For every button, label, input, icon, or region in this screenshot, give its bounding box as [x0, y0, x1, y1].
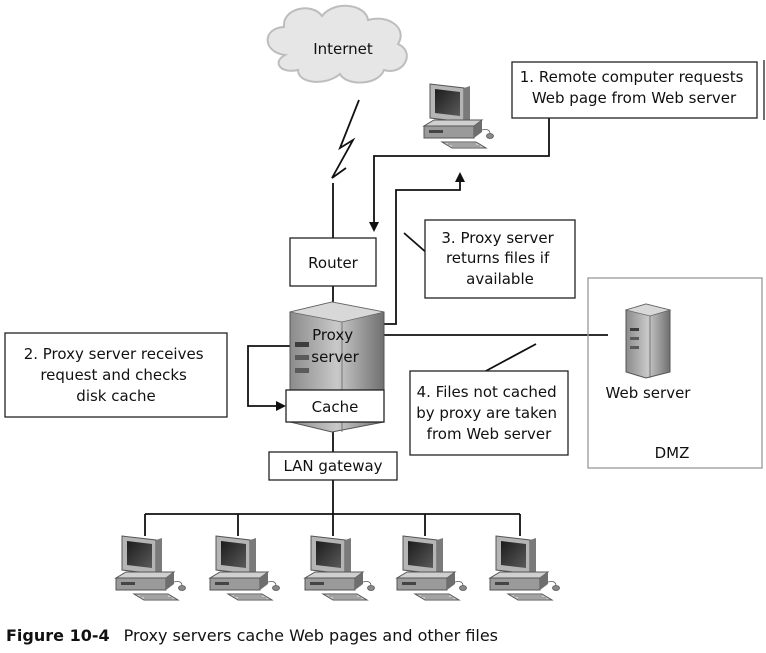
internet-label: Internet — [313, 40, 373, 58]
lan-computer-icon — [209, 535, 280, 601]
web-server-icon — [624, 303, 672, 379]
figure-number: Figure 10-4 — [6, 626, 110, 645]
figure-caption: Figure 10-4 Proxy servers cache Web pages… — [6, 626, 498, 645]
svg-text:Router: Router — [308, 254, 359, 272]
svg-text:2. Proxy server receives: 2. Proxy server receives request and che… — [24, 345, 209, 405]
step2-callout: 2. Proxy server receives request and che… — [4, 332, 228, 418]
lan-computer-icon — [304, 535, 375, 601]
cloud-icon — [266, 4, 408, 84]
lightning-bolt-icon — [331, 99, 360, 179]
lan-computer-icon — [396, 535, 467, 601]
svg-text:3. Proxy server returns: 3. Proxy server returns files if availab… — [441, 229, 558, 288]
step3-leader — [403, 232, 429, 255]
remote-computer-icon — [423, 83, 494, 149]
proxy-server-label: Proxy server — [311, 326, 359, 366]
svg-text:4. Files not cached by p: 4. Files not cached by proxy are taken f… — [416, 383, 562, 443]
return-arrow — [382, 172, 465, 325]
lan-computer-icon — [115, 535, 186, 601]
svg-text:DMZ: DMZ — [655, 444, 690, 462]
web-server-label: Web server — [606, 384, 692, 402]
lan-gateway-box: LAN gateway — [268, 451, 398, 481]
dmz-zone: DMZ — [587, 277, 763, 469]
cache-box: Cache — [285, 389, 385, 423]
router-box: Router — [289, 237, 377, 287]
cache-check-loop — [247, 345, 290, 411]
lan-computer-icon — [489, 535, 560, 601]
step3-callout: 3. Proxy server returns files if availab… — [424, 219, 576, 299]
step4-leader — [483, 343, 537, 373]
step1-callout: 1. Remote computer requests Web page fro… — [511, 61, 758, 119]
svg-text:1. Remote computer requests: 1. Remote computer requests Web page fro… — [520, 68, 748, 107]
svg-text:LAN gateway: LAN gateway — [283, 457, 382, 475]
request-arrow — [369, 104, 550, 232]
svg-text:Cache: Cache — [312, 398, 359, 416]
step4-callout: 4. Files not cached by proxy are taken f… — [409, 370, 569, 456]
figure-caption-text: Proxy servers cache Web pages and other … — [123, 626, 499, 645]
